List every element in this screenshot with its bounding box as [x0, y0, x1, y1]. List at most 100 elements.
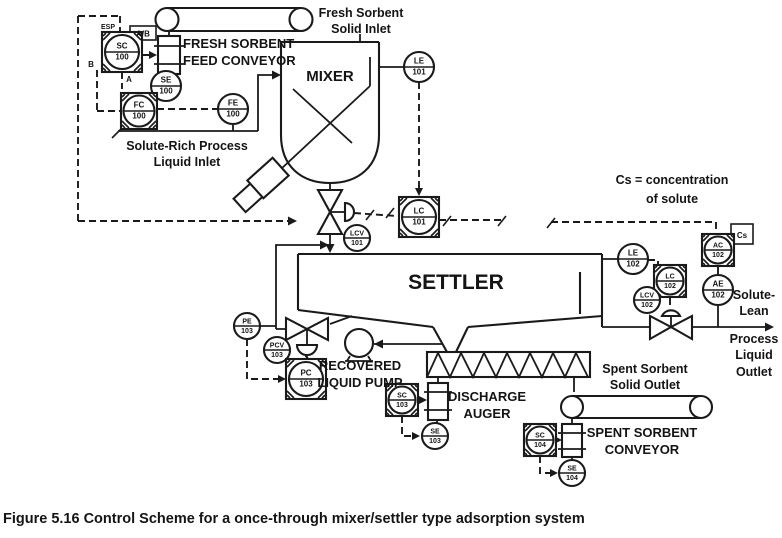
- fresh-sorbent-conveyor: [154, 6, 314, 76]
- instrument-le-102: LE 102: [616, 242, 650, 276]
- settler-vessel: [296, 252, 604, 353]
- recovered-liquid-pump-icon: [343, 327, 375, 359]
- mixer-vessel: [232, 34, 404, 214]
- cs-sample-label: Cs: [737, 231, 748, 240]
- port-a-label: A: [126, 75, 132, 84]
- cs-note-label-1: Cs = concentration: [616, 173, 729, 187]
- fresh-inlet-label-2: Solid Inlet: [331, 22, 392, 36]
- auger-screw-icon: [426, 350, 589, 380]
- conveyor-drive-motor-icon: [560, 422, 584, 459]
- instrument-tag: SE: [430, 429, 440, 436]
- settler-label: SETTLER: [408, 271, 504, 294]
- instrument-number: 102: [711, 291, 725, 300]
- solute-lean-label-5: Outlet: [736, 365, 773, 379]
- instrument-tag: AE: [712, 280, 724, 289]
- mixer-label: MIXER: [306, 68, 354, 85]
- instrument-number: 100: [115, 53, 129, 62]
- solute-rich-label-2: Liquid Inlet: [154, 155, 221, 169]
- instrument-sc-103: SC 103: [384, 382, 420, 418]
- agitator-motor-icon: [245, 156, 291, 200]
- instrument-number: 101: [412, 68, 426, 77]
- instrument-number: 103: [241, 328, 253, 335]
- conveyor-roller-icon: [688, 394, 714, 420]
- spent-outlet-label-1: Spent Sorbent: [602, 362, 688, 376]
- instrument-tag: FC: [134, 101, 145, 110]
- discharge-auger-label-1: DISCHARGE: [448, 389, 526, 404]
- instrument-tag: LE: [628, 249, 639, 258]
- instrument-fc-100: FC 100: [119, 91, 159, 131]
- instrument-number: 104: [534, 442, 546, 449]
- ab-selector-label: A/B: [136, 30, 150, 39]
- valve-actuator-icon: [295, 343, 319, 357]
- signal-lines: [77, 15, 719, 474]
- instrument-se-104: SE 104: [557, 458, 587, 488]
- conveyor-drive-motor-icon: [156, 34, 182, 76]
- instrument-se-103: SE 103: [420, 421, 450, 451]
- solute-lean-label-1: Solute-: [733, 288, 775, 302]
- instrument-tag: SE: [567, 466, 577, 473]
- instrument-number: 103: [396, 402, 408, 409]
- valve-actuator-icon: [343, 201, 356, 223]
- esp-label: ESP: [101, 24, 115, 31]
- spent-conveyor-label-1: SPENT SORBENT: [587, 425, 698, 440]
- instrument-number: 101: [412, 218, 426, 227]
- recovered-pump-label-2: LIQUID PUMP: [317, 375, 403, 390]
- instrument-number: 103: [299, 380, 313, 389]
- cs-note-label-2: of solute: [646, 192, 698, 206]
- port-b-label: B: [88, 60, 94, 69]
- instrument-le-101: LE 101: [402, 50, 436, 84]
- instrument-tag: AC: [713, 243, 723, 250]
- instrument-sc-104: SC 104: [522, 422, 558, 458]
- solute-lean-label-4: Liquid: [735, 348, 773, 362]
- instrument-tag: SC: [535, 433, 545, 440]
- auger-drive-motor-icon: [426, 381, 450, 422]
- instrument-number: 102: [626, 260, 640, 269]
- instrument-ac-102: AC 102: [700, 232, 736, 268]
- instrument-lcv-102: LCV 102: [632, 285, 662, 315]
- instrument-number: 103: [271, 352, 283, 359]
- flow-arrows: [149, 51, 774, 477]
- instrument-sc-100: SC 100: [100, 30, 144, 74]
- solute-lean-label-3: Process: [730, 332, 779, 346]
- discharge-auger-label-2: AUGER: [464, 406, 512, 421]
- instrument-ae-102: AE 102: [701, 273, 735, 307]
- instrument-tag: FE: [228, 99, 239, 108]
- instrument-number: 100: [132, 112, 146, 121]
- recovered-pump-label-1: RECOVERED: [319, 358, 401, 373]
- instrument-tag: SC: [397, 393, 407, 400]
- instrument-number: 104: [566, 475, 578, 482]
- instrument-lc-101: LC 101: [397, 195, 441, 239]
- instrument-number: 102: [712, 252, 724, 259]
- fresh-conveyor-label-1: FRESH SORBENT: [183, 36, 294, 51]
- instrument-number: 100: [226, 110, 240, 119]
- spent-conveyor-label-2: CONVEYOR: [605, 442, 680, 457]
- instrument-number: 102: [641, 302, 653, 309]
- solute-lean-label-2: Lean: [739, 304, 768, 318]
- conveyor-roller-icon: [559, 394, 585, 420]
- instrument-number: 102: [664, 283, 676, 290]
- instrument-tag: SC: [116, 42, 127, 51]
- instrument-number: 100: [159, 87, 173, 96]
- instrument-tag: LC: [414, 207, 425, 216]
- instrument-tag: LE: [414, 57, 425, 66]
- instrument-number: 103: [429, 438, 441, 445]
- instrument-fe-100: FE 100: [216, 92, 250, 126]
- settler-underflow-funnel: [432, 326, 469, 353]
- instrument-tag: LCV: [640, 293, 654, 300]
- recovered-liquid-loop: [260, 244, 443, 362]
- conveyor-roller-icon: [154, 6, 180, 33]
- valve-lcv-102: [648, 314, 694, 341]
- instrument-tag: PC: [300, 369, 311, 378]
- spent-outlet-label-2: Solid Outlet: [610, 378, 681, 392]
- valve-actuator-icon: [660, 309, 682, 318]
- instrument-tag: LCV: [350, 231, 364, 238]
- instrument-pc-103: PC 103: [284, 357, 328, 401]
- figure-caption: Figure 5.16 Control Scheme for a once-th…: [3, 511, 585, 527]
